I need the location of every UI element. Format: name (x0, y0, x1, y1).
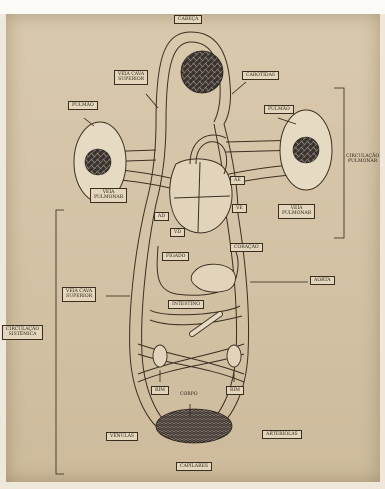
label-cabeca: CABEÇA (174, 15, 202, 24)
label-veia-cava-superior-top: VEIA CAVA SUPERIOR (114, 70, 148, 85)
systemic-bracket (56, 210, 64, 474)
label-pulmao-left: PULMÃO (68, 101, 98, 110)
capillary-bed (156, 409, 232, 443)
label-veia-pulmonar-right: VEIA PULMONAR (278, 204, 315, 219)
top-page-strip (0, 0, 385, 14)
label-venulas: VÊNULAS (106, 432, 138, 441)
label-vd: VD (170, 228, 185, 237)
label-ve: VE (232, 204, 247, 213)
circulation-diagram (6, 14, 380, 482)
left-lung-capillaries (85, 149, 111, 175)
label-ad: AD (154, 212, 169, 221)
label-ae: AE (230, 176, 245, 185)
label-coracao: CORAÇÃO (230, 243, 263, 252)
liver (191, 264, 235, 292)
pulmonary-bracket (334, 88, 344, 238)
label-circulacao-sistemica: CIRCULAÇÃO SISTÊMICA (2, 325, 43, 340)
label-veia-cava-superior-mid: VEIA CAVA SUPERIOR (62, 287, 96, 302)
right-lung-capillaries (293, 137, 319, 163)
head-capillary-ball (181, 51, 223, 93)
label-pulmao-right: PULMÃO (264, 105, 294, 114)
label-corpo: CORPO (180, 392, 198, 397)
label-rim-right: RIM (226, 386, 244, 395)
label-aorta: AORTA (310, 276, 335, 285)
label-rim-left: RIM (151, 386, 169, 395)
circulation-diagram-board: CABEÇA CARÓTIDAS VEIA CAVA SUPERIOR PULM… (6, 14, 380, 482)
arrow-carotid (232, 82, 246, 94)
arrow-pulmao-left (84, 118, 94, 126)
label-capilares: CAPILARES (176, 462, 212, 471)
right-kidney (227, 345, 241, 367)
label-figado: FÍGADO (162, 252, 189, 261)
label-carotidas: CARÓTIDAS (242, 71, 279, 80)
label-veia-pulmonar-left: VEIA PULMONAR (90, 188, 127, 203)
label-circulacao-pulmonar: CIRCULAÇÃO PULMONAR (346, 154, 379, 165)
label-intestino: INTESTINO (168, 300, 204, 309)
left-kidney (153, 345, 167, 367)
label-arteriolas: ARTERÍOLAS (262, 430, 302, 439)
